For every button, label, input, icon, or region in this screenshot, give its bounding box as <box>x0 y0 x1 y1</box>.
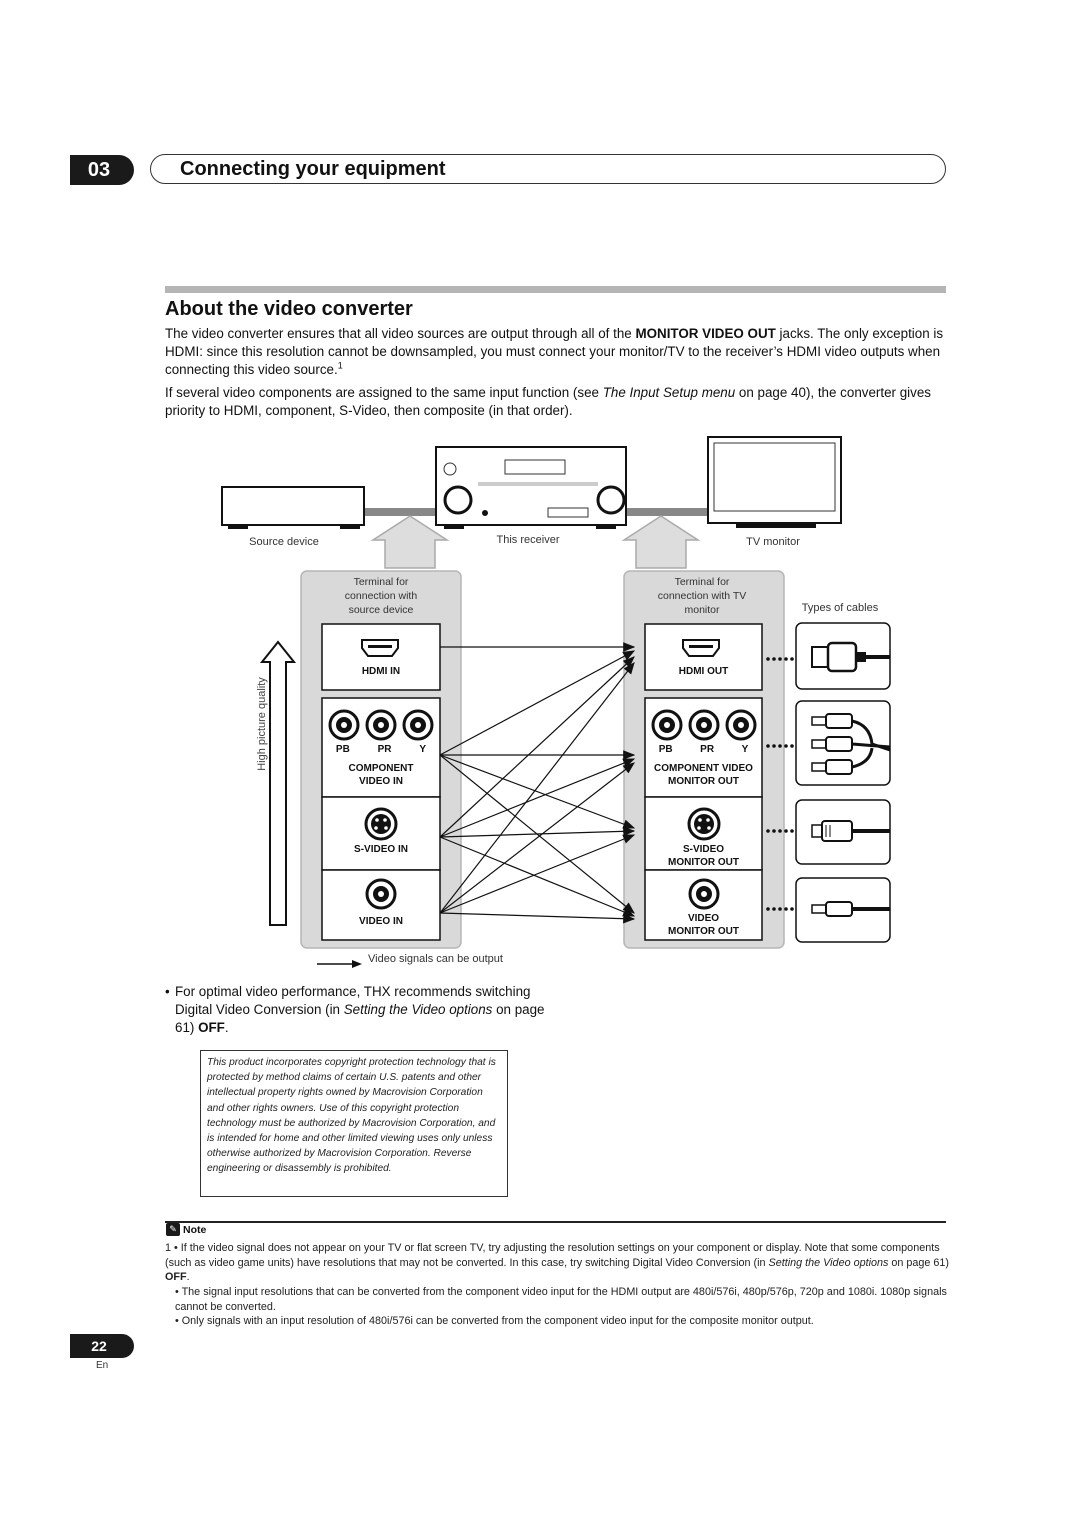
video-converter-diagram <box>221 436 891 968</box>
section-rule <box>165 286 946 293</box>
receiver-illustration <box>435 446 627 529</box>
page-number: 22 <box>70 1334 134 1358</box>
svideo-in-jack-icon <box>364 807 398 841</box>
video-in-label: VIDEO IN <box>359 916 403 927</box>
note-2: • The signal input resolutions that can … <box>175 1286 947 1313</box>
note-heading: ✎ Note <box>166 1223 206 1236</box>
picture-quality-arrow-icon <box>259 640 297 926</box>
legend-arrow-icon <box>317 960 362 968</box>
copyright-notice: This product incorporates copyright prot… <box>200 1050 508 1197</box>
svideo-out-jack-icon <box>687 807 721 841</box>
types-of-cables-label: Types of cables <box>801 602 879 614</box>
svideo-in-label: S-VIDEO IN <box>354 844 408 855</box>
tv-monitor-label: TV monitor <box>746 536 800 548</box>
terminal-tv-label: Terminal for connection with TV monitor <box>657 576 747 616</box>
source-device-label: Source device <box>249 536 319 548</box>
composite-cable-icon <box>811 901 890 917</box>
component-cable-icon <box>811 713 891 775</box>
tv-monitor-illustration <box>707 436 842 528</box>
legend-label: Video signals can be output <box>368 953 503 965</box>
section-title: About the video converter <box>165 298 413 320</box>
chapter-number-badge: 03 <box>70 155 134 185</box>
thx-recommendation: •For optimal video performance, THX reco… <box>165 984 545 1035</box>
video-out-label: VIDEO MONITOR OUT <box>668 913 739 937</box>
pencil-icon: ✎ <box>166 1223 180 1236</box>
note-1: 1 • If the video signal does not appear … <box>165 1242 950 1283</box>
signal-arrows <box>439 642 636 924</box>
terminal-source-label: Terminal for connection with source devi… <box>344 576 418 616</box>
chapter-title: Connecting your equipment <box>180 158 446 180</box>
hdmi-in-label: HDMI IN <box>361 666 401 677</box>
source-device-illustration <box>221 486 365 529</box>
note-rule <box>165 1221 946 1223</box>
high-picture-quality-label: High picture quality <box>256 677 268 771</box>
hdmi-out-jack-icon <box>682 639 720 657</box>
component-video-in-label: COMPONENT VIDEO IN <box>348 763 414 787</box>
hdmi-in-jack-icon <box>361 639 399 657</box>
intro-paragraph: The video converter ensures that all vid… <box>165 326 944 377</box>
language-code: En <box>96 1360 109 1371</box>
component-video-out-label: COMPONENT VIDEO MONITOR OUT <box>654 763 753 787</box>
hdmi-out-label: HDMI OUT <box>678 666 729 677</box>
chapter-title-frame <box>150 154 946 184</box>
svideo-cable-icon <box>811 820 890 842</box>
note-3: • Only signals with an input resolution … <box>175 1315 814 1327</box>
component-out-jacks-icon <box>651 709 757 741</box>
svideo-out-label: S-VIDEO MONITOR OUT <box>668 844 739 868</box>
priority-paragraph: If several video components are assigned… <box>165 385 931 418</box>
component-in-jacks-icon <box>328 709 434 741</box>
this-receiver-label: This receiver <box>496 534 560 546</box>
video-out-jack-icon <box>688 878 720 910</box>
hdmi-cable-icon <box>811 641 890 673</box>
video-in-jack-icon <box>365 878 397 910</box>
